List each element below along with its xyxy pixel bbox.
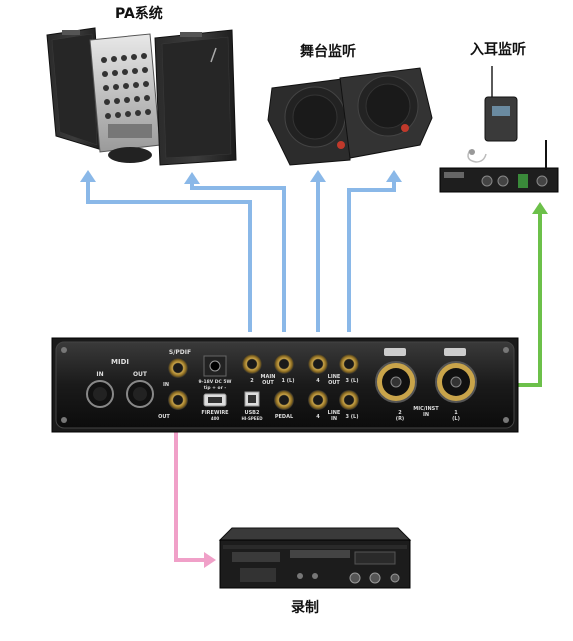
audio-interface-panel: MIDI IN OUT S/PDIF IN OUT 9-18V DC 5W ti…: [51, 337, 519, 433]
connection-main-out-1-to-pa-right: [184, 172, 286, 332]
mic-2-label: 2: [398, 410, 402, 416]
mic-2-sub-label: (R): [396, 416, 404, 422]
main-1-label: 1 (L): [282, 378, 295, 384]
connection-interface-to-in-ear: [516, 202, 548, 387]
line-in-sub-label: IN: [331, 416, 337, 422]
power-port[interactable]: [203, 355, 227, 377]
line-out-4-jack[interactable]: [308, 354, 328, 374]
power-polarity-label: tip + or -: [204, 385, 227, 391]
stage-monitor-label: 舞台监听: [300, 44, 356, 60]
line-in-label: LINE: [328, 410, 341, 416]
line-in-4-jack[interactable]: [308, 390, 328, 410]
line-out-3-label: 3 (L): [346, 378, 359, 384]
power-label: 9-18V DC 5W: [198, 379, 231, 385]
mic-1-sub-label: (L): [452, 416, 460, 422]
spdif-label: S/PDIF: [169, 349, 191, 356]
midi-label: MIDI: [111, 358, 129, 366]
recorder-device: [218, 527, 412, 589]
pedal-jack[interactable]: [274, 390, 294, 410]
main-2-label: 2: [250, 378, 254, 384]
stage-monitor-device: [267, 67, 433, 166]
midi-out-label: OUT: [133, 371, 148, 378]
pa-system-label: PA系统: [115, 6, 163, 22]
mic-inst-1-jack[interactable]: [435, 348, 477, 403]
main-out-sub-label: OUT: [262, 380, 274, 386]
main-out-1-jack[interactable]: [274, 354, 294, 374]
mic-inst-2-jack[interactable]: [375, 348, 417, 403]
line-in-3-label: 3 (L): [346, 414, 359, 420]
connection-main-out-2-to-pa-left: [80, 170, 252, 332]
spdif-out-label: OUT: [158, 414, 170, 420]
midi-in-port[interactable]: [86, 380, 114, 408]
pedal-label: PEDAL: [275, 414, 294, 420]
connection-line-out-4-to-stage-monitor: [310, 170, 326, 332]
firewire-port[interactable]: [203, 393, 227, 407]
line-out-3-jack[interactable]: [339, 354, 359, 374]
mic-inst-label: MIC/INST: [413, 406, 439, 412]
spdif-out-port[interactable]: [168, 390, 188, 410]
mic-1-label: 1: [454, 410, 458, 416]
usb-sub-label: HI-SPEED: [241, 416, 263, 421]
connection-line-out-3-to-stage-monitor: [347, 170, 402, 332]
usb-label: USB2: [245, 410, 260, 416]
midi-in-label: IN: [96, 371, 103, 378]
mic-in-label: IN: [423, 412, 429, 418]
line-out-4-label: 4: [316, 378, 320, 384]
line-in-3-jack[interactable]: [339, 390, 359, 410]
line-out-sub-label: OUT: [328, 380, 340, 386]
midi-out-port[interactable]: [126, 380, 154, 408]
firewire-sub-label: 400: [211, 416, 220, 421]
pa-system-device: [46, 27, 237, 166]
recording-label: 录制: [291, 600, 319, 616]
spdif-in-port[interactable]: [168, 358, 188, 378]
usb-port[interactable]: [244, 391, 260, 407]
main-out-label: MAIN: [261, 374, 276, 380]
spdif-in-label: IN: [163, 382, 169, 388]
in-ear-monitor-device: [439, 66, 559, 193]
firewire-label: FIREWIRE: [201, 410, 229, 416]
line-out-label: LINE: [328, 374, 341, 380]
line-in-4-label: 4: [316, 414, 320, 420]
connection-spdif-out-to-recorder: [174, 412, 216, 568]
in-ear-monitor-label: 入耳监听: [470, 42, 526, 58]
main-out-2-jack[interactable]: [242, 354, 262, 374]
